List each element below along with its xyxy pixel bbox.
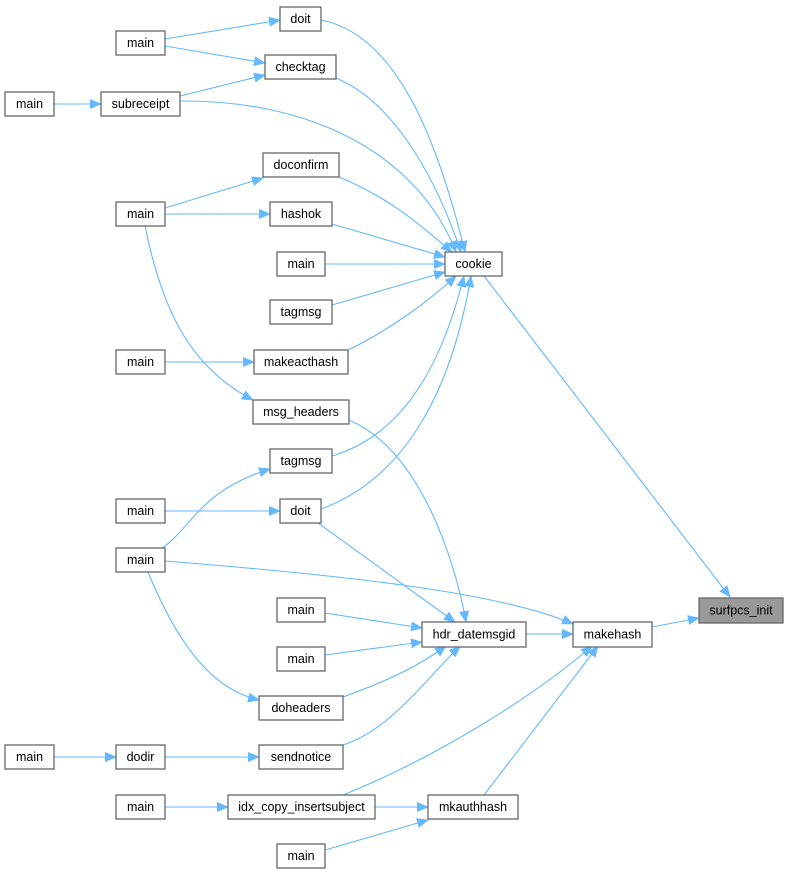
svg-text:surfpcs_init: surfpcs_init — [709, 604, 773, 618]
edge — [331, 270, 446, 306]
svg-text:doit: doit — [290, 12, 311, 26]
svg-text:makehash: makehash — [584, 628, 642, 642]
node-main[interactable]: main — [115, 547, 166, 573]
svg-text:msg_headers: msg_headers — [263, 405, 339, 419]
edge — [348, 419, 469, 623]
node-cookie[interactable]: cookie — [444, 251, 503, 277]
node-checktag[interactable]: checktag — [264, 54, 337, 80]
node-makeacthash[interactable]: makeacthash — [253, 349, 349, 375]
svg-text:mkauthhash: mkauthhash — [439, 800, 507, 814]
node-main[interactable]: main — [115, 201, 166, 227]
node-sendnotice[interactable]: sendnotice — [258, 744, 344, 770]
edge — [164, 176, 264, 209]
node-tagmsg[interactable]: tagmsg — [269, 448, 333, 474]
edge — [483, 645, 599, 796]
edge — [342, 645, 447, 698]
node-main[interactable]: main — [276, 597, 326, 623]
svg-text:main: main — [16, 97, 43, 111]
node-surfpcs-init[interactable]: surfpcs_init — [698, 597, 784, 624]
edge — [320, 19, 468, 253]
edge — [179, 100, 457, 253]
svg-text:tagmsg: tagmsg — [281, 454, 322, 468]
svg-text:doconfirm: doconfirm — [274, 158, 329, 172]
svg-text:main: main — [127, 553, 154, 567]
node-dodir[interactable]: dodir — [115, 744, 166, 770]
nodes: doit main checktag main subreceipt docon… — [4, 6, 784, 869]
edge — [320, 275, 475, 510]
svg-text:doheaders: doheaders — [271, 701, 330, 715]
node-tagmsg[interactable]: tagmsg — [269, 299, 333, 325]
edge — [335, 77, 463, 253]
svg-text:main: main — [16, 750, 43, 764]
svg-text:idx_copy_insertsubject: idx_copy_insertsubject — [238, 800, 365, 814]
node-mkauthhash[interactable]: mkauthhash — [427, 794, 519, 820]
edge — [147, 571, 260, 703]
edge — [342, 645, 593, 796]
edge — [331, 275, 467, 457]
node-main[interactable]: main — [115, 498, 166, 524]
svg-text:main: main — [287, 652, 314, 666]
node-msg-headers[interactable]: msg_headers — [252, 399, 350, 425]
edge — [164, 45, 266, 67]
edge — [324, 612, 423, 632]
node-idx-copy-insertsubject[interactable]: idx_copy_insertsubject — [227, 794, 376, 820]
svg-text:main: main — [127, 504, 154, 518]
svg-text:main: main — [127, 36, 154, 50]
svg-text:main: main — [287, 603, 314, 617]
svg-text:subreceipt: subreceipt — [112, 97, 170, 111]
edge — [317, 522, 456, 623]
node-doit[interactable]: doit — [279, 498, 322, 524]
svg-text:makeacthash: makeacthash — [264, 355, 338, 369]
svg-text:hashok: hashok — [281, 207, 322, 221]
edge — [179, 72, 266, 97]
node-main[interactable]: main — [276, 646, 326, 672]
svg-text:main: main — [127, 800, 154, 814]
node-doit[interactable]: doit — [279, 6, 322, 32]
edge — [144, 225, 254, 401]
node-main[interactable]: main — [4, 91, 55, 117]
svg-text:cookie: cookie — [455, 257, 491, 271]
edge — [347, 275, 457, 351]
svg-text:dodir: dodir — [127, 750, 155, 764]
node-main[interactable]: main — [115, 349, 166, 375]
node-doconfirm[interactable]: doconfirm — [262, 152, 340, 178]
edge — [331, 223, 446, 259]
edge — [342, 645, 461, 746]
node-main[interactable]: main — [276, 251, 326, 277]
edge — [164, 560, 574, 625]
svg-text:main: main — [127, 355, 154, 369]
svg-text:sendnotice: sendnotice — [271, 750, 332, 764]
node-main[interactable]: main — [4, 744, 55, 770]
edge — [324, 818, 429, 851]
node-doheaders[interactable]: doheaders — [258, 695, 344, 721]
edge — [324, 638, 423, 656]
node-main[interactable]: main — [276, 843, 326, 869]
svg-text:main: main — [127, 207, 154, 221]
svg-text:tagmsg: tagmsg — [281, 305, 322, 319]
edges — [54, 16, 731, 851]
edge — [161, 467, 271, 549]
node-main[interactable]: main — [115, 794, 166, 820]
svg-text:hdr_datemsgid: hdr_datemsgid — [433, 628, 516, 642]
svg-text:doit: doit — [290, 504, 311, 518]
node-subreceipt[interactable]: subreceipt — [100, 91, 181, 117]
svg-text:main: main — [287, 257, 314, 271]
svg-text:main: main — [287, 849, 314, 863]
node-main[interactable]: main — [115, 30, 166, 56]
edge — [483, 275, 731, 598]
node-makehash[interactable]: makehash — [572, 621, 653, 648]
edge — [338, 176, 453, 253]
edge — [164, 16, 281, 40]
node-hdr-datemsgid[interactable]: hdr_datemsgid — [421, 621, 527, 648]
svg-text:checktag: checktag — [275, 60, 325, 74]
edge — [651, 615, 700, 628]
node-hashok[interactable]: hashok — [269, 201, 333, 227]
